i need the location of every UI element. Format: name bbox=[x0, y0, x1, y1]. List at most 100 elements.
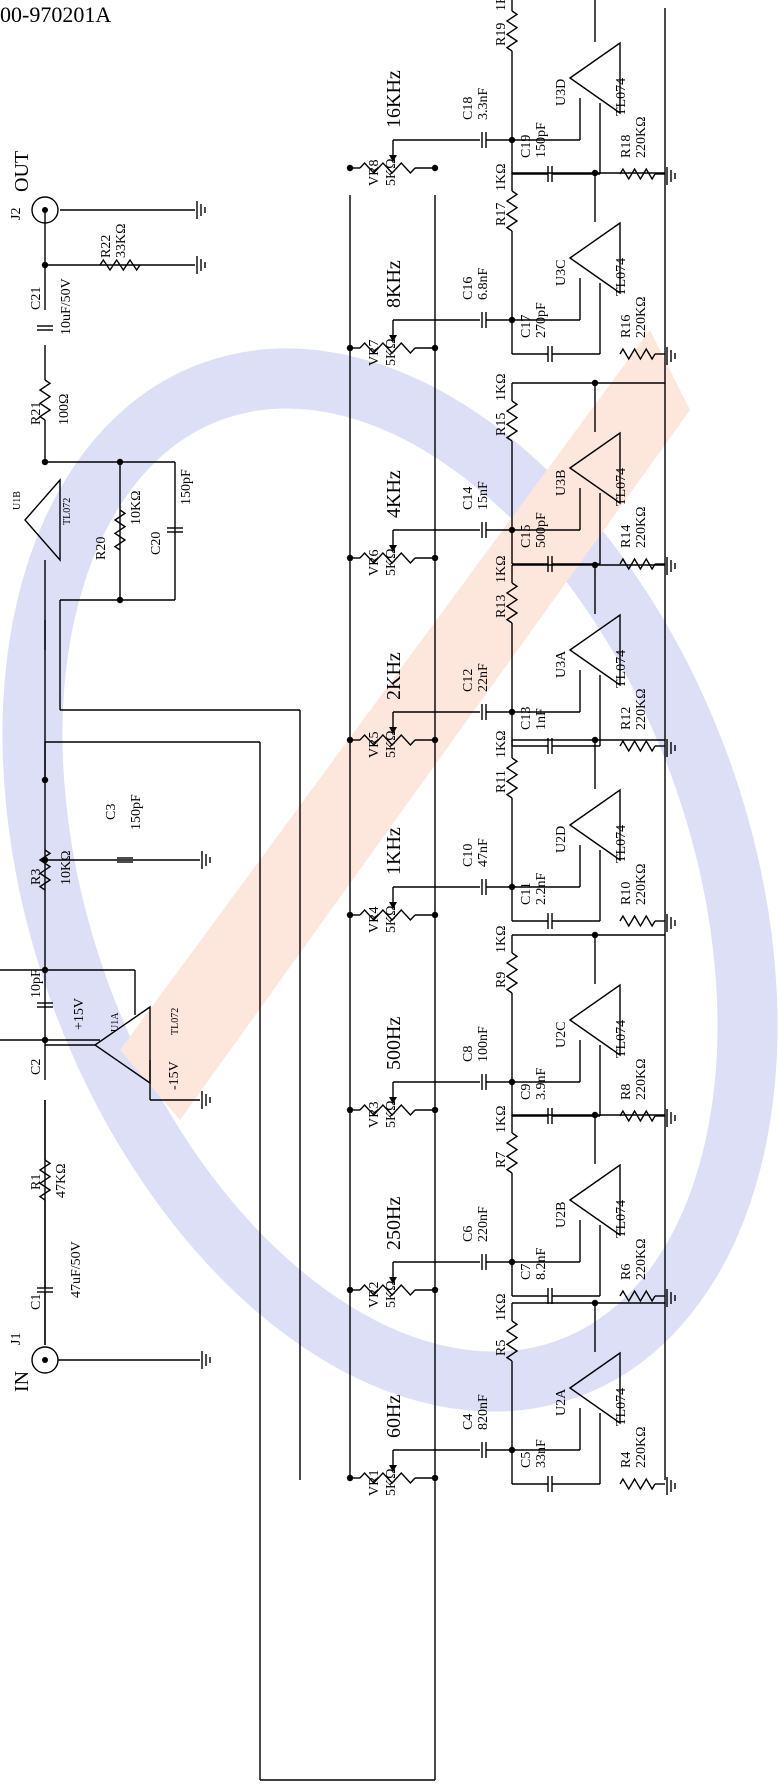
pot-wiper-arrow bbox=[389, 1277, 397, 1284]
band-ground bbox=[666, 1477, 676, 1495]
band-op-value: TL074 bbox=[614, 468, 629, 506]
band-freq-label: 500Hz bbox=[383, 1017, 405, 1070]
u1a-opamp bbox=[93, 1005, 151, 1085]
r20-ref: R20 bbox=[94, 537, 109, 560]
band-rout-value: 1KΩ bbox=[494, 555, 509, 583]
band-series-cap bbox=[481, 132, 487, 148]
band-rf-value: 220KΩ bbox=[634, 863, 649, 905]
c1-value: 47uF/50V bbox=[69, 1241, 84, 1298]
band-vr-ref: VR7 bbox=[367, 340, 382, 366]
junction-bus-left bbox=[346, 1106, 354, 1114]
junction-c3 bbox=[41, 856, 49, 864]
u1a-value: TL072 bbox=[170, 1008, 181, 1035]
band-op-value: TL074 bbox=[614, 1020, 629, 1058]
band-rout-value: 1KΩ bbox=[494, 373, 509, 401]
pot-wiper-arrow bbox=[389, 335, 397, 342]
band-freq-label: 8KHz bbox=[383, 260, 405, 308]
watermark bbox=[2, 330, 778, 1412]
band-opamp bbox=[568, 1351, 621, 1425]
r22-ref: R22 bbox=[99, 235, 114, 258]
band-op-ref: U3A bbox=[554, 650, 569, 678]
band-pot-vr6 bbox=[359, 551, 416, 565]
band-vr-value: 5KΩ bbox=[384, 905, 399, 933]
band-rout-ref: R11 bbox=[494, 770, 509, 793]
c3-value: 150pF bbox=[129, 794, 144, 830]
band-op-ref: U2B bbox=[554, 1202, 569, 1228]
c3-ref: C3 bbox=[104, 804, 119, 820]
junction-bus-right bbox=[431, 164, 439, 172]
r22-resistor bbox=[99, 258, 141, 272]
band-rf-ref: R10 bbox=[619, 882, 634, 905]
junction-r3 bbox=[41, 966, 49, 974]
band-pot-vr1 bbox=[359, 1471, 416, 1485]
band-rout-resistor bbox=[505, 582, 519, 624]
band-vr-value: 5KΩ bbox=[384, 548, 399, 576]
band-vr-ref: VR8 bbox=[367, 160, 382, 186]
c20-ref: C20 bbox=[149, 532, 164, 555]
pot-wiper-arrow bbox=[389, 1097, 397, 1104]
band-cg-value: 1nF bbox=[534, 708, 549, 730]
band-rf-ref: R18 bbox=[619, 135, 634, 158]
band-rf-ref: R12 bbox=[619, 707, 634, 730]
output-jack-ground bbox=[196, 201, 206, 219]
band-cg-value: 150pF bbox=[534, 122, 549, 158]
junction-bus-right bbox=[431, 344, 439, 352]
band-rout-resistor bbox=[505, 757, 519, 799]
band-vr-value: 5KΩ bbox=[384, 1280, 399, 1308]
band-cs-value: 100nF bbox=[476, 1026, 491, 1062]
band-ground bbox=[666, 347, 676, 365]
output-jack bbox=[31, 196, 59, 224]
band-rout-value: 1KΩ bbox=[494, 730, 509, 758]
band-rout-resistor bbox=[505, 1320, 519, 1362]
band-opamp bbox=[568, 788, 621, 862]
band-freq-label: 60Hz bbox=[383, 1395, 405, 1438]
band-op-ref: U2A bbox=[554, 1388, 569, 1416]
band-vr-ref: VR2 bbox=[367, 1282, 382, 1308]
band-cg-ref: C13 bbox=[519, 707, 534, 730]
input-label: IN bbox=[11, 1371, 33, 1392]
band-shunt-cap bbox=[547, 166, 553, 182]
r1-ref: R1 bbox=[29, 1174, 44, 1190]
r1-resistor bbox=[38, 1159, 52, 1201]
band-cs-ref: C4 bbox=[461, 1414, 476, 1430]
band-cg-ref: C15 bbox=[519, 525, 534, 548]
u1a-ref: U1A bbox=[110, 1012, 121, 1032]
band-cs-ref: C12 bbox=[461, 669, 476, 692]
band-cg-value: 8.2nF bbox=[534, 1248, 549, 1281]
band-freq-label: 250Hz bbox=[383, 1197, 405, 1250]
c1-ref: C1 bbox=[29, 1294, 44, 1310]
pot-wiper-arrow bbox=[389, 545, 397, 552]
c3-ground bbox=[201, 851, 211, 869]
document-id: 00-970201A bbox=[0, 2, 112, 27]
band-rf-resistor bbox=[619, 739, 656, 753]
band-pot-vr4 bbox=[359, 908, 416, 922]
band-rf-resistor bbox=[619, 557, 656, 571]
band-op-ref: U3B bbox=[554, 470, 569, 496]
c2-capacitor bbox=[37, 1002, 53, 1008]
band-rf-resistor bbox=[619, 1477, 656, 1491]
band-rf-value: 220KΩ bbox=[634, 1058, 649, 1100]
r21-resistor bbox=[38, 379, 52, 421]
band-rf-ref: R6 bbox=[619, 1264, 634, 1280]
u1b-ref: U1B bbox=[12, 491, 23, 510]
r22-ground bbox=[196, 256, 206, 274]
band-rf-value: 220KΩ bbox=[634, 688, 649, 730]
band-cg-value: 2.2nF bbox=[534, 873, 549, 906]
band-opamp bbox=[568, 41, 621, 115]
band-rout-resistor bbox=[505, 952, 519, 994]
band-rout-ref: R7 bbox=[494, 1152, 509, 1168]
junction-bus-left bbox=[346, 1286, 354, 1294]
band-cs-ref: C10 bbox=[461, 844, 476, 867]
band-cg-value: 33nF bbox=[534, 1439, 549, 1468]
band-vr-ref: VR3 bbox=[367, 1102, 382, 1128]
band-rf-resistor bbox=[619, 1289, 656, 1303]
junction-bus-right bbox=[431, 911, 439, 919]
band-rout-resistor bbox=[505, 400, 519, 442]
band-rout-ref: R19 bbox=[494, 23, 509, 46]
band-shunt-cap bbox=[547, 913, 553, 929]
band-ground bbox=[666, 167, 676, 185]
band-op-value: TL074 bbox=[614, 1388, 629, 1426]
r21-ref: R21 bbox=[29, 402, 44, 425]
band-series-cap bbox=[481, 704, 487, 720]
